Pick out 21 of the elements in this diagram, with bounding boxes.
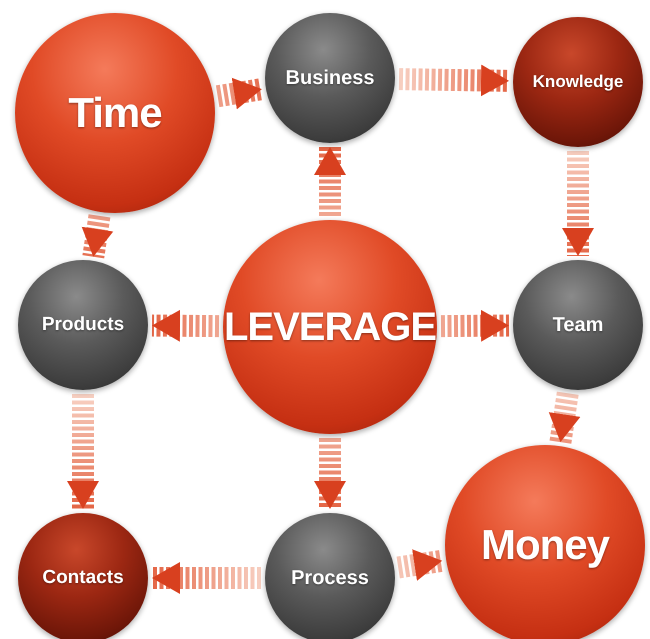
striped-arrow	[440, 310, 510, 342]
striped-arrow	[314, 147, 346, 216]
striped-arrow	[396, 549, 444, 581]
node-label: Team	[552, 314, 604, 336]
striped-arrow	[82, 214, 114, 258]
node-label: Knowledge	[532, 72, 624, 92]
node-label: Products	[42, 314, 124, 336]
node-label: Time	[68, 89, 162, 137]
node-label: Process	[291, 566, 369, 590]
striped-arrow	[152, 562, 261, 594]
striped-arrow	[216, 78, 264, 110]
striped-arrow	[398, 64, 510, 96]
node-label: LEVERAGE	[224, 304, 436, 350]
striped-arrow	[314, 438, 346, 509]
node-label: Business	[286, 66, 374, 90]
striped-arrow	[562, 151, 594, 256]
striped-arrow	[548, 392, 580, 444]
node-label: Money	[480, 521, 609, 569]
striped-arrow	[152, 310, 220, 342]
striped-arrow	[67, 394, 99, 509]
node-label: Contacts	[42, 567, 124, 589]
